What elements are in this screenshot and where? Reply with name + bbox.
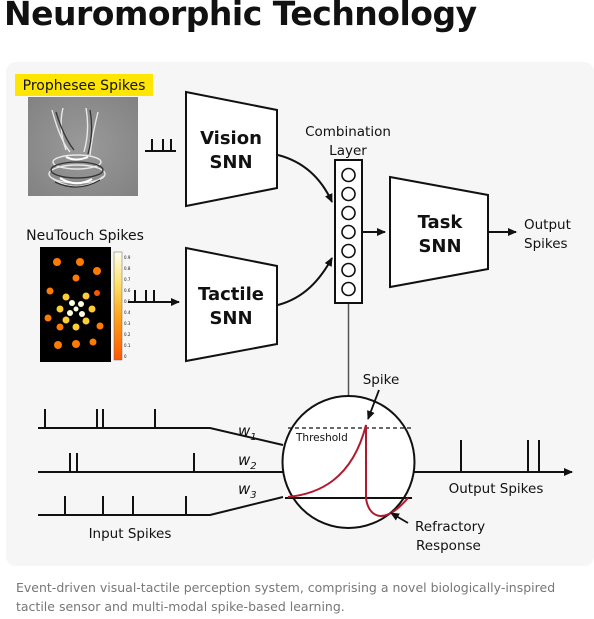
task-snn-label-line1: Task bbox=[418, 212, 464, 233]
colorbar-tick: 0.4 bbox=[124, 310, 131, 315]
colorbar-tick: 0.3 bbox=[124, 321, 131, 326]
spike-pointer-arrow bbox=[367, 389, 380, 420]
neutouch-heatmap bbox=[40, 247, 111, 362]
input-spikes-label: Input Spikes bbox=[89, 526, 172, 542]
architecture-diagram: Prophesee Spikes Vision SNN NeuTouch Spi… bbox=[15, 74, 573, 554]
weight-w1-text: w1 bbox=[238, 422, 257, 443]
weight-w3: w3 bbox=[238, 480, 257, 501]
refractory-label-line2: Response bbox=[416, 538, 481, 554]
figure-caption: Event-driven visual-tactile perception s… bbox=[16, 580, 556, 614]
neutouch-colorbar bbox=[113, 251, 123, 361]
colorbar-ticks: 0.9 0.8 0.7 0.6 0.5 0.4 0.3 0.2 0.1 0 bbox=[124, 255, 131, 359]
colorbar-tick: 0 bbox=[124, 354, 127, 359]
vision-to-combination-arrow bbox=[277, 154, 333, 203]
colorbar-tick: 0.9 bbox=[124, 255, 131, 260]
combination-layer-label-line1: Combination bbox=[305, 124, 391, 140]
weight-w2: w2 bbox=[238, 451, 257, 472]
threshold-label: Threshold bbox=[295, 432, 348, 444]
combination-neurons bbox=[341, 167, 356, 297]
input-spike-trains bbox=[38, 409, 285, 516]
colorbar-tick: 0.5 bbox=[124, 299, 131, 304]
spiking-neuron bbox=[281, 395, 416, 529]
vision-snn-label-line1: Vision bbox=[200, 128, 262, 149]
prophesee-spike-train bbox=[145, 139, 176, 152]
colorbar-tick: 0.6 bbox=[124, 288, 131, 293]
weight-w1: w1 bbox=[238, 422, 257, 443]
membrane-potential-curve bbox=[287, 424, 409, 517]
task-snn-block bbox=[389, 175, 489, 289]
combination-layer-label-line2: Layer bbox=[329, 143, 367, 159]
vision-snn-label-line2: SNN bbox=[209, 152, 252, 173]
weight-w3-text: w3 bbox=[238, 480, 257, 501]
prophesee-label-highlight bbox=[15, 74, 153, 96]
tactile-snn-block bbox=[185, 246, 278, 363]
neutouch-label: NeuTouch Spikes bbox=[26, 228, 144, 244]
neutouch-spike-train bbox=[128, 290, 159, 303]
colorbar-tick: 0.8 bbox=[124, 266, 131, 271]
refractory-pointer-arrow bbox=[390, 512, 409, 524]
prophesee-label: Prophesee Spikes bbox=[23, 78, 146, 94]
output-top-label-line1: Output bbox=[524, 217, 571, 233]
tactile-snn-label-line1: Tactile bbox=[198, 284, 264, 305]
weight-w2-text: w2 bbox=[238, 451, 257, 472]
prophesee-event-image bbox=[28, 97, 138, 196]
vision-snn-block bbox=[185, 90, 278, 208]
tactile-to-combination-arrow bbox=[277, 257, 333, 306]
tactile-snn-label-line2: SNN bbox=[209, 308, 252, 329]
page-title: Neuromorphic Technology bbox=[4, 0, 477, 33]
spike-label: Spike bbox=[363, 372, 400, 388]
colorbar-tick: 0.1 bbox=[124, 343, 131, 348]
task-snn-label-line2: SNN bbox=[418, 236, 461, 257]
colorbar-tick: 0.7 bbox=[124, 277, 131, 282]
refractory-label-line1: Refractory bbox=[415, 519, 485, 535]
colorbar-tick: 0.2 bbox=[124, 332, 131, 337]
output-top-label-line2: Spikes bbox=[524, 236, 568, 252]
output-spikes-label: Output Spikes bbox=[449, 481, 544, 497]
output-spike-train bbox=[460, 440, 540, 472]
